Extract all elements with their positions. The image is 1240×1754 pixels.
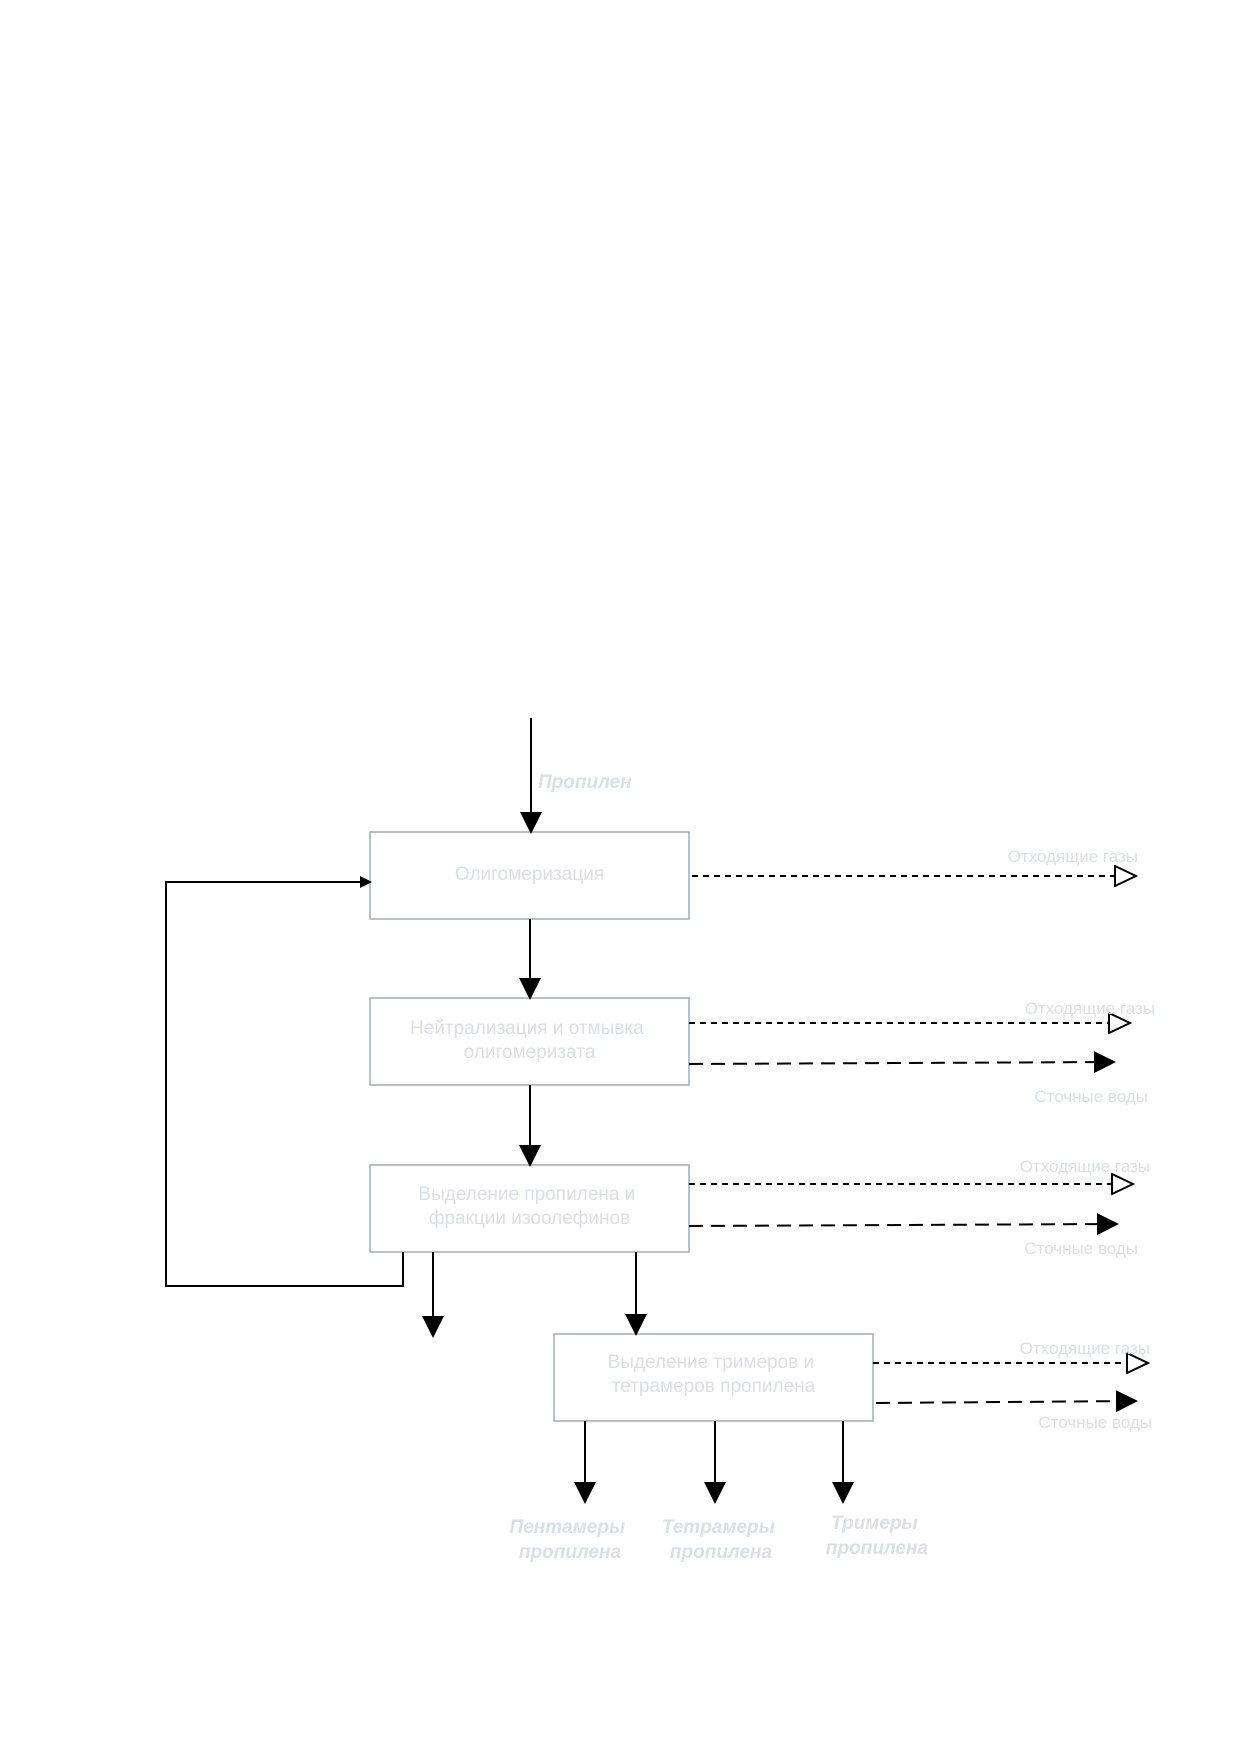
node-propylene-separation: Выделение пропилена и фракции изоолефино…	[369, 1164, 690, 1253]
node-oligomerization-label: Олигомеризация	[455, 864, 604, 885]
trimers-label: Тримеры пропилена	[826, 1513, 929, 1559]
tetramers-label: Тетрамеры пропилена	[662, 1517, 780, 1563]
offgas-1-label: Отходящие газы	[1008, 847, 1138, 866]
node-neutralization: Нейтрализация и отмывка олигомеризата	[369, 997, 690, 1086]
wastewater-2-label: Сточные воды	[1034, 1087, 1148, 1106]
wastewater-3-arrow	[688, 1213, 1119, 1236]
node-oligomerization: Олигомеризация	[369, 831, 690, 920]
wastewater-3-label: Сточные воды	[1024, 1239, 1138, 1258]
recycle-loop-arrow	[165, 876, 404, 1287]
node-propylene-separation-label: Выделение пропилена и фракции изоолефино…	[418, 1184, 640, 1229]
node-trimer-separation: Выделение тримеров и тетрамеров пропилен…	[553, 1333, 874, 1422]
propylene-input-label: Пропилен	[538, 772, 632, 793]
node-neutralization-label: Нейтрализация и отмывка олигомеризата	[410, 1018, 649, 1063]
wastewater-4-label: Сточные воды	[1038, 1413, 1152, 1432]
offgas-2-label: Отходящие газы	[1025, 999, 1155, 1018]
wastewater-4-arrow	[875, 1390, 1138, 1413]
offgas-3-label: Отходящие газы	[1020, 1157, 1150, 1176]
node-trimer-separation-label: Выделение тримеров и тетрамеров пропилен…	[608, 1352, 820, 1397]
offgas-4-label: Отходящие газы	[1020, 1339, 1150, 1358]
pentamers-label: Пентамеры пропилена	[510, 1517, 631, 1563]
wastewater-2-arrow	[688, 1051, 1116, 1074]
